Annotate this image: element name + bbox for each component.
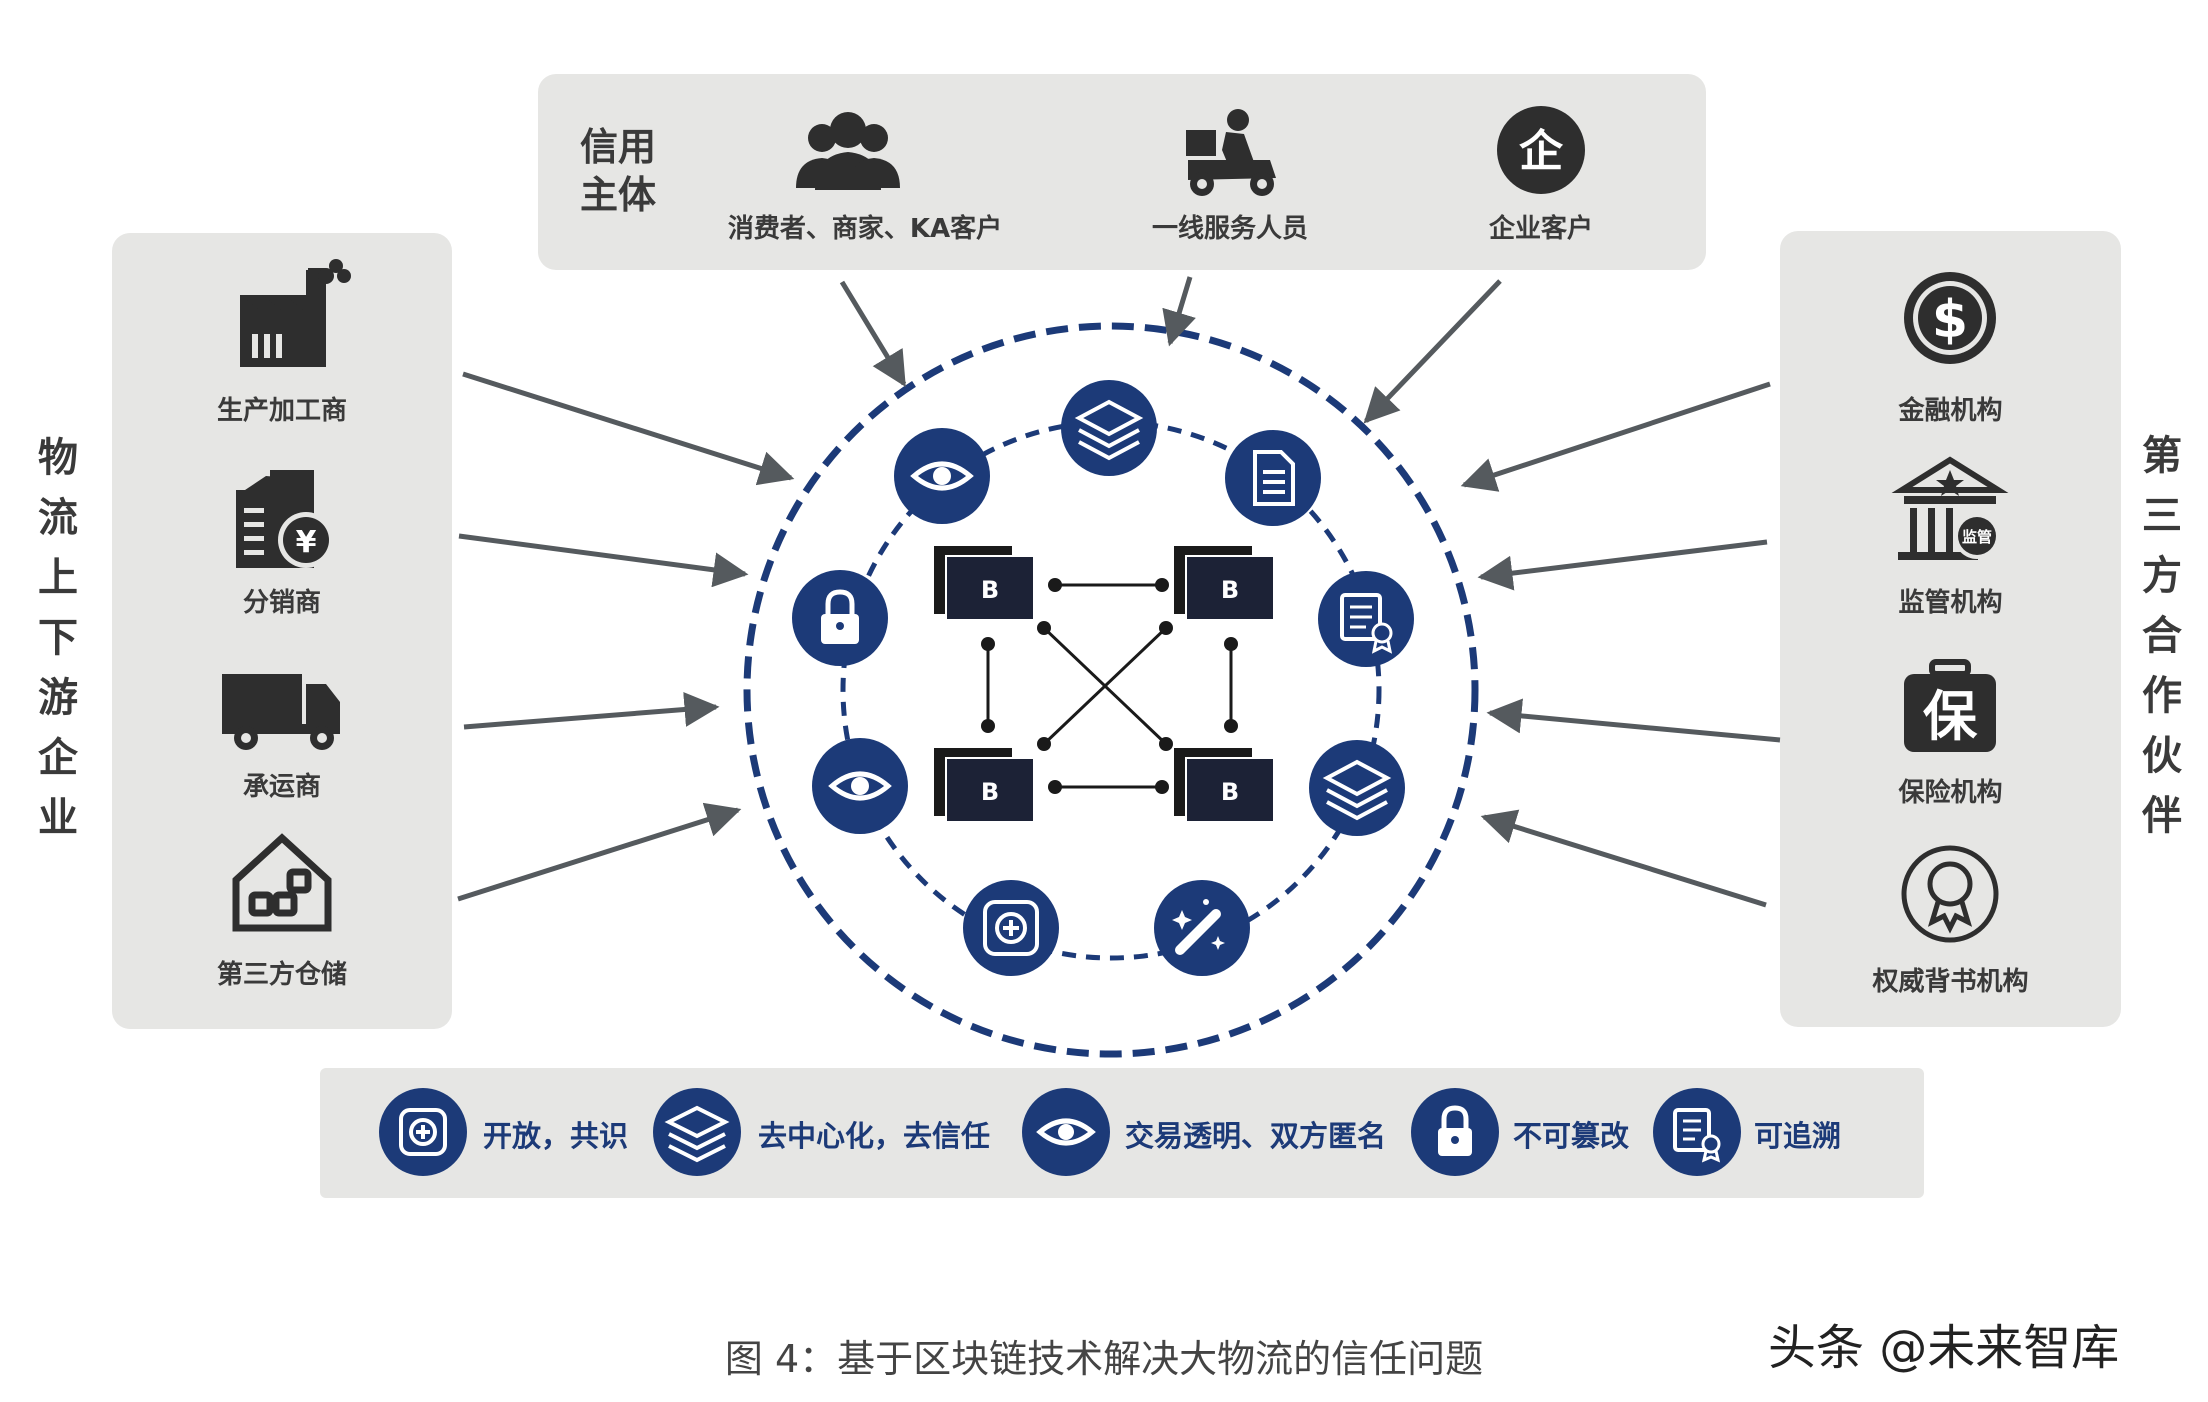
network-links (986, 583, 1233, 789)
top-item-label-consumers: 消费者、商家、KA客户 (727, 214, 1003, 244)
bottom-layers-icon (653, 1088, 741, 1176)
dollar-coin-icon: $ (1904, 272, 1996, 364)
document-icon (1225, 430, 1321, 526)
lock-icon (792, 570, 888, 666)
left-item-label-warehouse: 第三方仓储 (216, 960, 347, 990)
left-item-label-carrier: 承运商 (242, 772, 321, 802)
regulator-building-icon: 监管 (1891, 456, 2009, 560)
svg-text:B: B (1221, 778, 1239, 806)
certificate-icon (1318, 571, 1414, 667)
bottom-certificate-icon (1653, 1088, 1741, 1176)
right-item-label-finance: 金融机构 (1898, 396, 2003, 426)
left-item-label-distributor: 分销商 (242, 588, 321, 618)
inner-dashed-ring (840, 419, 1382, 961)
bottom-open-plus-icon (379, 1088, 467, 1176)
magic-wand-icon (1154, 880, 1250, 976)
arrows (457, 276, 1781, 908)
top-item-label-enterprise: 企业客户 (1488, 214, 1593, 244)
block-bottom-left: B (934, 748, 1035, 823)
open-plus-icon (963, 880, 1059, 976)
svg-text:企: 企 (1519, 126, 1564, 177)
svg-text:B: B (981, 576, 999, 604)
svg-text:监管: 监管 (1962, 528, 1992, 546)
people-group-icon (796, 112, 900, 190)
eye-icon (812, 738, 908, 834)
block-top-right: B (1174, 546, 1275, 621)
top-panel-title-line2: 主体 (580, 173, 656, 217)
warehouse-icon (232, 833, 332, 932)
top-item-label-frontline-staff: 一线服务人员 (1151, 214, 1308, 244)
enterprise-icon: 企 (1497, 106, 1585, 194)
figure-caption: 图 4：基于区块链技术解决大物流的信任问题 (724, 1337, 1484, 1381)
bottom-label-decentralized: 去中心化，去信任 (758, 1119, 991, 1153)
top-panel-title-line1: 信用 (580, 125, 656, 169)
outer-dashed-ring (743, 322, 1479, 1058)
bottom-label-immutable: 不可篡改 (1513, 1119, 1630, 1153)
right-item-label-endorsement: 权威背书机构 (1872, 967, 2029, 997)
factory-icon (240, 259, 351, 367)
svg-text:$: $ (1932, 290, 1968, 350)
watermark: 头条 @未来智库 (1768, 1320, 2120, 1376)
svg-text:¥: ¥ (296, 525, 317, 560)
right-item-label-regulator: 监管机构 (1898, 588, 2003, 618)
svg-text:保: 保 (1923, 685, 1978, 748)
eye-icon (894, 428, 990, 524)
network-nodes (981, 578, 1238, 794)
svg-text:B: B (981, 778, 999, 806)
layers-icon (1061, 380, 1157, 476)
bottom-label-traceable: 可追溯 (1754, 1119, 1842, 1153)
distributor-building-icon: ¥ (236, 470, 334, 568)
bottom-lock-icon (1411, 1088, 1499, 1176)
layers-icon (1309, 740, 1405, 836)
insurance-briefcase-icon: 保 (1904, 659, 1996, 752)
right-side-title: 第 三 方 合 作 伙 伴 (2142, 433, 2182, 839)
svg-text:B: B (1221, 576, 1239, 604)
left-item-label-manufacturer: 生产加工商 (216, 396, 347, 426)
truck-icon (222, 674, 340, 750)
bottom-label-transparent: 交易透明、双方匿名 (1125, 1119, 1387, 1153)
bottom-label-open-consensus: 开放，共识 (483, 1119, 629, 1153)
block-bottom-right: B (1174, 748, 1275, 823)
bottom-eye-icon (1022, 1088, 1110, 1176)
certification-badge-icon (1901, 845, 1999, 943)
delivery-rider-icon (1186, 109, 1276, 196)
block-top-left: B (934, 546, 1035, 621)
left-side-title: 物 流 上 下 游 企 业 (38, 435, 78, 841)
right-item-label-insurance: 保险机构 (1898, 778, 2003, 808)
